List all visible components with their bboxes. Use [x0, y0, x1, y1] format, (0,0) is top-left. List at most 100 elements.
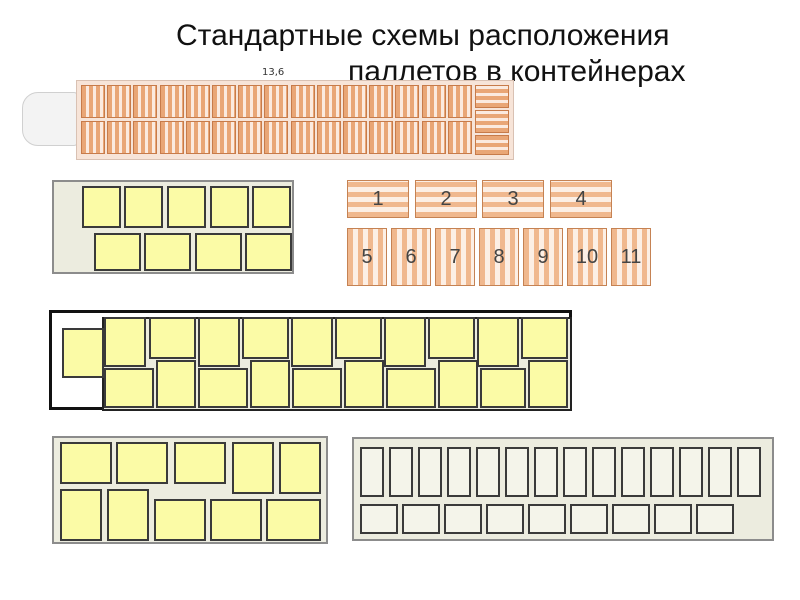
pallet: [104, 317, 146, 367]
pallet-outline: [389, 447, 413, 497]
truck-trailer: [76, 80, 514, 160]
truck-pallet: [81, 85, 105, 118]
pallet: [428, 317, 475, 359]
pallet: [521, 317, 568, 359]
pallet: [195, 233, 242, 271]
numbered-pallet: 9: [523, 228, 563, 286]
truck-pallet: [81, 121, 105, 154]
pallet: [386, 368, 436, 408]
truck-pallet: [290, 121, 315, 154]
numbered-pallet: 5: [347, 228, 387, 286]
pallet: [174, 442, 226, 484]
numbered-pallet: 7: [435, 228, 475, 286]
numbered-pallet: 2: [415, 180, 477, 218]
truck-pallet: [316, 85, 341, 118]
numbered-pallet: 10: [567, 228, 607, 286]
pallet-outline: [444, 504, 482, 534]
pallet: [232, 442, 274, 494]
pallet: [279, 442, 321, 494]
pallet: [438, 360, 478, 408]
truck-pallet: [316, 121, 341, 154]
pallet: [198, 368, 248, 408]
truck-pallet: [421, 121, 446, 154]
pallet: [292, 368, 342, 408]
pallet: [154, 499, 206, 541]
pallet: [252, 186, 291, 228]
pallet: [60, 489, 102, 541]
truck-pallet: [395, 121, 420, 154]
pallet: [167, 186, 206, 228]
truck-pallet: [475, 110, 509, 133]
numbered-pallet: 8: [479, 228, 519, 286]
pallet: [344, 360, 384, 408]
truck-pallet: [264, 121, 289, 154]
page-title: Стандартные схемы расположения паллетов …: [176, 18, 776, 90]
pallet: [480, 368, 526, 408]
pallet: [335, 317, 382, 359]
truck-pallet: [264, 85, 289, 118]
pallet-outline: [612, 504, 650, 534]
container-scheme-3: [52, 436, 328, 544]
pallet-outline: [563, 447, 587, 497]
truck-pallet: [185, 85, 210, 118]
truck-pallet: [475, 85, 509, 108]
truck-cab: [22, 92, 78, 146]
pallet: [94, 233, 141, 271]
truck-pallet: [395, 85, 420, 118]
pallet: [198, 317, 240, 367]
pallet-outline: [505, 447, 529, 497]
pallet-outline: [534, 447, 558, 497]
pallet-outline: [486, 504, 524, 534]
pallet: [82, 186, 121, 228]
pallet: [291, 317, 333, 367]
truck-pallet: [475, 135, 509, 155]
container-scheme-1: [52, 180, 294, 274]
pallet-outline: [650, 447, 674, 497]
pallet: [250, 360, 290, 408]
numbered-pallet: 1: [347, 180, 409, 218]
numbered-pallet: 6: [391, 228, 431, 286]
pallet-outline: [418, 447, 442, 497]
pallet: [144, 233, 191, 271]
pallet-outline: [592, 447, 616, 497]
pallet: [242, 317, 289, 359]
pallet: [210, 186, 249, 228]
pallet-outline: [654, 504, 692, 534]
pallet-outline: [360, 504, 398, 534]
truck-pallet: [447, 121, 472, 154]
pallet: [245, 233, 292, 271]
pallet: [477, 317, 519, 367]
pallet-outline: [679, 447, 703, 497]
pallet: [104, 368, 154, 408]
numbered-pallet: 4: [550, 180, 612, 218]
truck-pallet: [107, 121, 132, 154]
pallet: [60, 442, 112, 484]
pallet: [116, 442, 168, 484]
pallet: [124, 186, 163, 228]
pallet-outline: [708, 447, 732, 497]
truck-pallet: [133, 121, 158, 154]
container-scheme-2: [49, 310, 572, 411]
pallet-outline: [360, 447, 384, 497]
truck-pallet: [185, 121, 210, 154]
pallet: [62, 328, 104, 378]
pallet-outline: [528, 504, 566, 534]
truck-pallet: [421, 85, 446, 118]
pallet-outline: [570, 504, 608, 534]
pallet-outline: [447, 447, 471, 497]
truck-pallet: [369, 85, 394, 118]
truck-pallet: [343, 121, 367, 154]
pallet-outline: [737, 447, 761, 497]
truck-length-label: 13,6: [262, 67, 285, 78]
truck-pallet: [107, 85, 132, 118]
pallet-outline: [476, 447, 500, 497]
numbered-pallet: 3: [482, 180, 544, 218]
pallet-outline: [621, 447, 645, 497]
truck-pallet: [159, 85, 184, 118]
pallet: [107, 489, 149, 541]
pallet: [210, 499, 262, 541]
pallet-outline: [696, 504, 734, 534]
title-line-1: Стандартные схемы расположения: [176, 19, 670, 52]
pallet: [528, 360, 568, 408]
pallet: [266, 499, 321, 541]
